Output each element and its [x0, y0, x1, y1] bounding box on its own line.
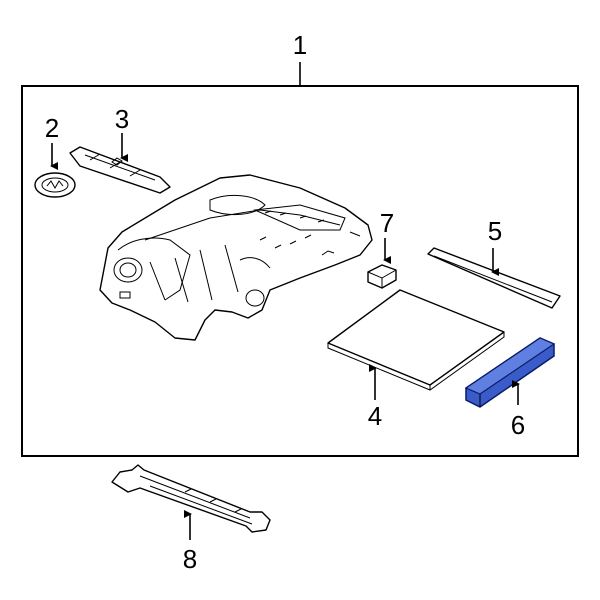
part-3-bracket — [69, 146, 171, 194]
callout-3: 3 — [115, 104, 129, 134]
part-5-trim-strip — [427, 247, 561, 309]
part-6-highlighted-bar — [464, 337, 556, 408]
callout-8: 8 — [183, 544, 197, 574]
floor-pan — [99, 174, 373, 341]
part-8-crossmember — [111, 464, 271, 533]
callout-1: 1 — [293, 30, 307, 60]
callout-2: 2 — [45, 113, 59, 143]
callout-6: 6 — [511, 410, 525, 440]
callout-7: 7 — [380, 208, 394, 238]
part-7-block — [367, 264, 397, 289]
part-4-panel — [327, 289, 505, 391]
callout-4: 4 — [368, 401, 382, 431]
callout-5: 5 — [488, 216, 502, 246]
part-2-emblem — [34, 172, 76, 198]
